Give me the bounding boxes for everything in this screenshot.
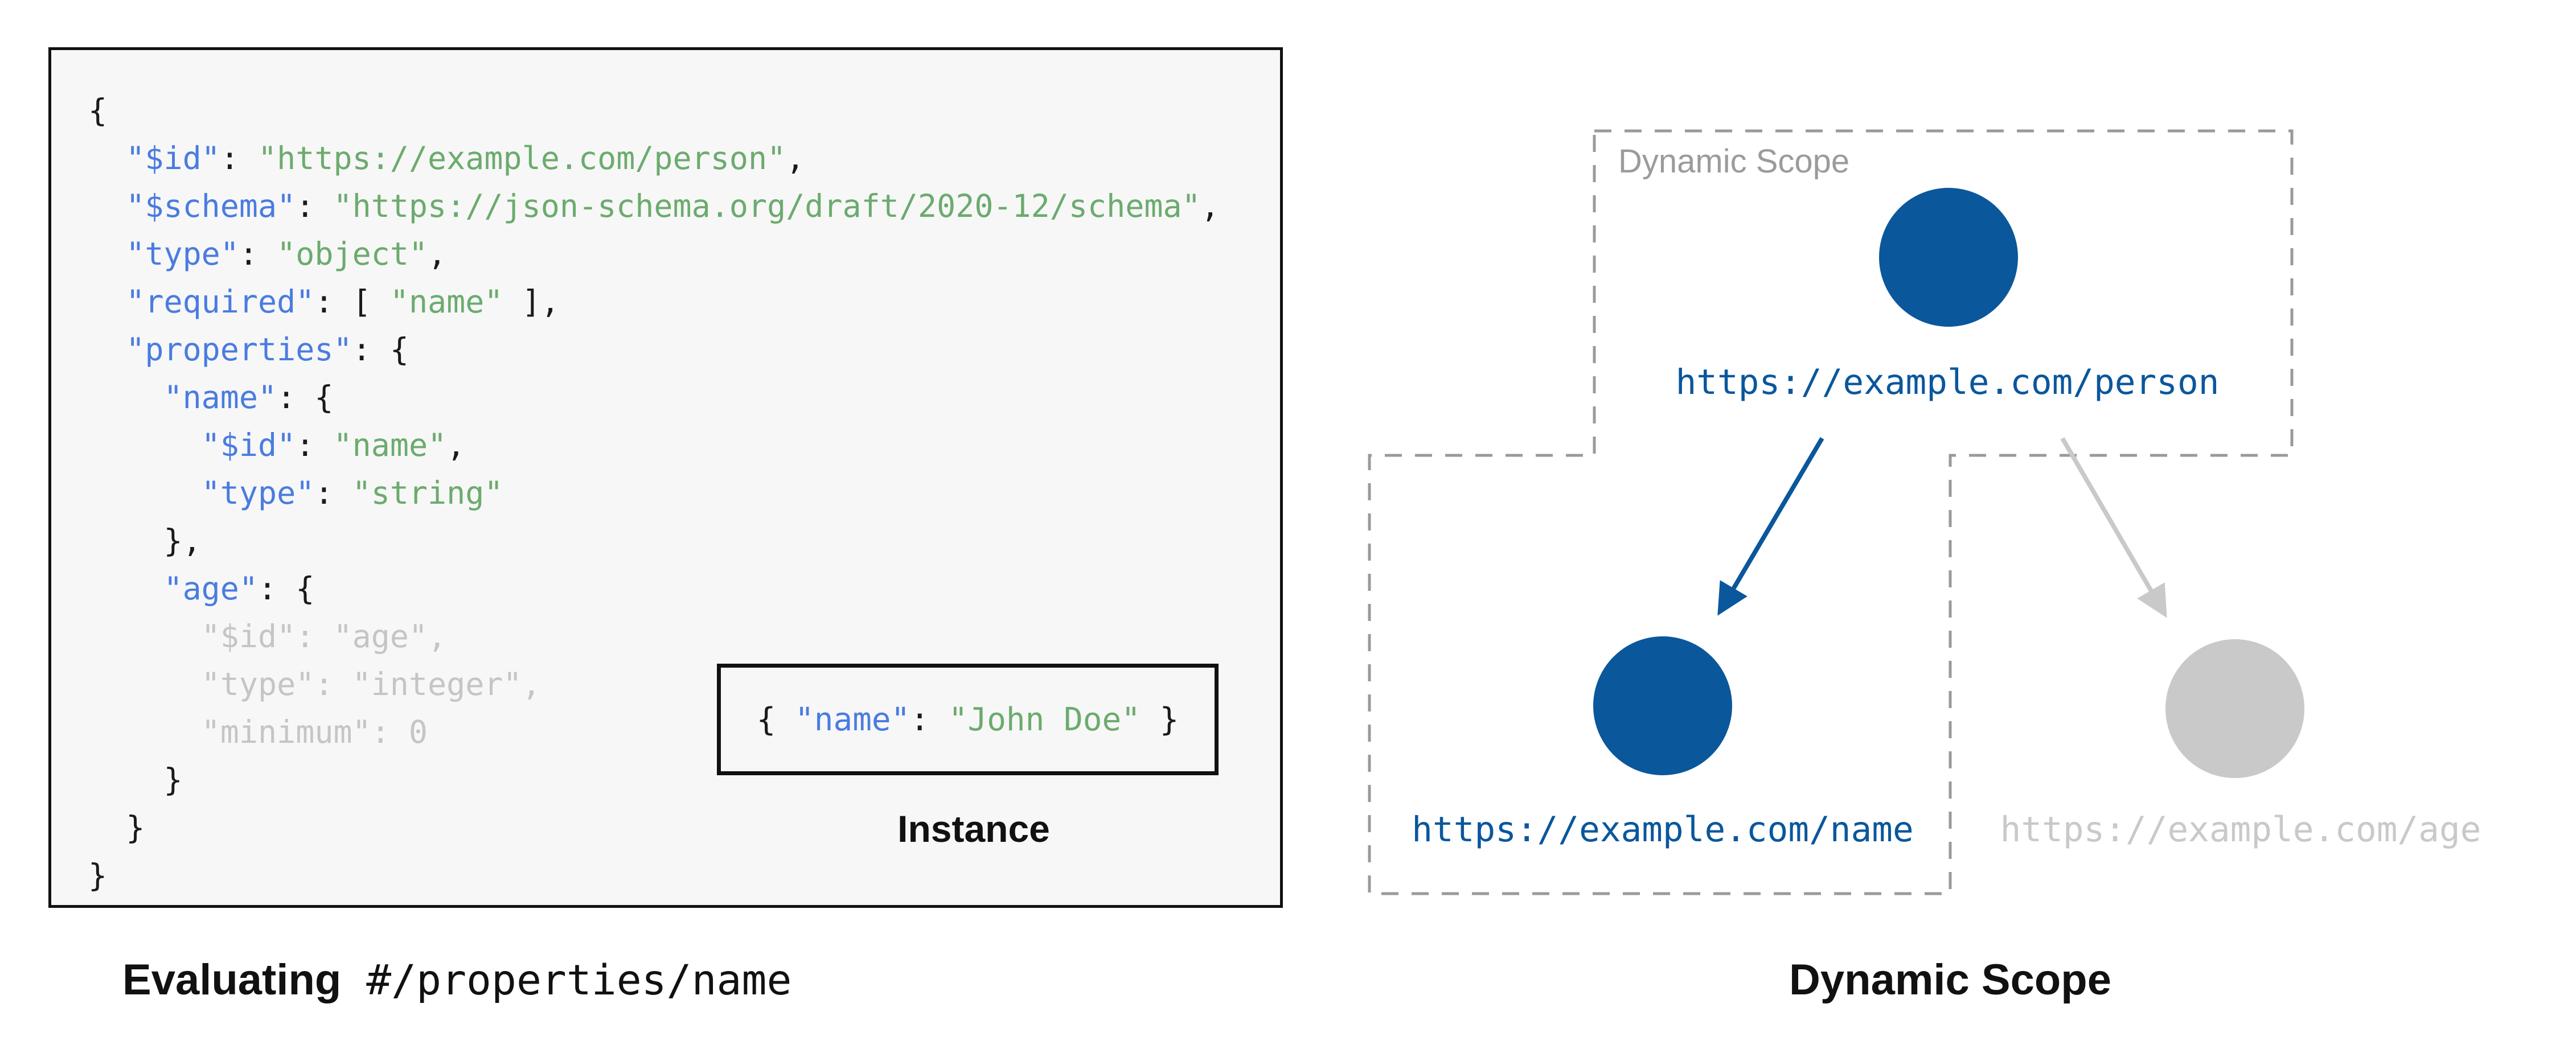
code-token: }	[88, 809, 145, 846]
code-line: "type": "string"	[88, 469, 1280, 517]
code-token: :	[239, 236, 277, 272]
code-token: "minimum": 0	[88, 714, 428, 750]
code-token: "properties"	[126, 331, 352, 368]
code-token: "John Doe"	[948, 701, 1141, 738]
code-token: :	[220, 140, 259, 176]
node-person-label: https://example.com/person	[1675, 362, 2220, 402]
code-token: :	[314, 475, 352, 511]
instance-box: { "name": "John Doe" }	[717, 664, 1219, 775]
code-line: "type": "integer",	[88, 660, 1280, 708]
code-token: "string"	[352, 475, 503, 511]
code-line: "$schema": "https://json-schema.org/draf…	[88, 182, 1280, 230]
code-token: "$schema"	[126, 188, 296, 224]
code-token: : {	[277, 379, 334, 416]
code-token: ,	[428, 236, 447, 272]
code-line: "required": [ "name" ],	[88, 278, 1280, 326]
code-token: },	[88, 523, 202, 559]
code-line: }	[88, 804, 1280, 852]
code-line: "type": "object",	[88, 230, 1280, 278]
code-token: : [	[314, 283, 390, 320]
code-token: }	[88, 857, 108, 894]
code-token: }	[1140, 701, 1179, 738]
code-token: "$id": "age",	[88, 618, 447, 655]
instance-label: Instance	[897, 808, 1050, 850]
code-token: : {	[258, 570, 315, 607]
instance-json: { "name": "John Doe" }	[757, 701, 1179, 738]
code-token: }	[88, 762, 183, 798]
code-token: "type"	[201, 475, 315, 511]
schema-code-panel: { "$id": "https://example.com/person", "…	[48, 47, 1283, 908]
code-line: {	[88, 87, 1280, 134]
code-line: }	[88, 852, 1280, 899]
code-token: "name"	[333, 427, 447, 463]
code-token: "$id"	[126, 140, 220, 176]
code-token: ,	[1200, 188, 1220, 224]
caption-dynamic-scope: Dynamic Scope	[1789, 956, 2111, 1004]
code-token: "name"	[163, 379, 277, 416]
code-token: ],	[503, 283, 560, 320]
node-age-label: https://example.com/age	[2000, 809, 2481, 850]
code-line: "$id": "age",	[88, 612, 1280, 660]
code-token: :	[296, 427, 334, 463]
code-token: "type": "integer",	[88, 666, 541, 702]
node-name-circle	[1593, 636, 1732, 775]
code-token: "required"	[126, 283, 315, 320]
code-line: "properties": {	[88, 326, 1280, 373]
code-token: :	[296, 188, 334, 224]
code-token: {	[88, 92, 108, 129]
code-token: {	[756, 701, 795, 738]
node-person-circle	[1879, 188, 2018, 327]
code-line: "minimum": 0	[88, 708, 1280, 756]
dynamic-scope-outline	[1368, 129, 2294, 895]
caption-evaluating-word: Evaluating	[122, 956, 342, 1004]
code-token: : {	[352, 331, 409, 368]
node-name-label: https://example.com/name	[1412, 809, 1914, 850]
node-age-circle	[2165, 639, 2304, 778]
code-token: "name"	[795, 701, 910, 738]
arrow-person-to-name	[1717, 437, 1824, 616]
code-line: "$id": "name",	[88, 421, 1280, 469]
code-token: :	[910, 701, 949, 738]
code-token: "name"	[389, 283, 503, 320]
code-token: "https://example.com/person"	[258, 140, 786, 176]
code-token: ,	[786, 140, 805, 176]
code-line: "age": {	[88, 565, 1280, 612]
code-line: "name": {	[88, 373, 1280, 421]
code-line: "$id": "https://example.com/person",	[88, 134, 1280, 182]
code-token: "age"	[163, 570, 259, 607]
code-token: "$id"	[201, 427, 296, 463]
code-token: ,	[446, 427, 466, 463]
code-token: "https://json-schema.org/draft/2020-12/s…	[333, 188, 1201, 224]
caption-evaluating: Evaluating #/properties/name	[122, 955, 791, 1005]
caption-json-pointer: #/properties/name	[341, 956, 792, 1005]
json-schema-code: { "$id": "https://example.com/person", "…	[51, 50, 1280, 905]
dynamic-scope-inline-label: Dynamic Scope	[1618, 143, 1850, 180]
code-token: "type"	[126, 236, 239, 272]
code-token: "object"	[277, 236, 428, 272]
code-line: },	[88, 517, 1280, 565]
arrow-person-to-age	[2060, 437, 2167, 618]
code-line: }	[88, 756, 1280, 804]
